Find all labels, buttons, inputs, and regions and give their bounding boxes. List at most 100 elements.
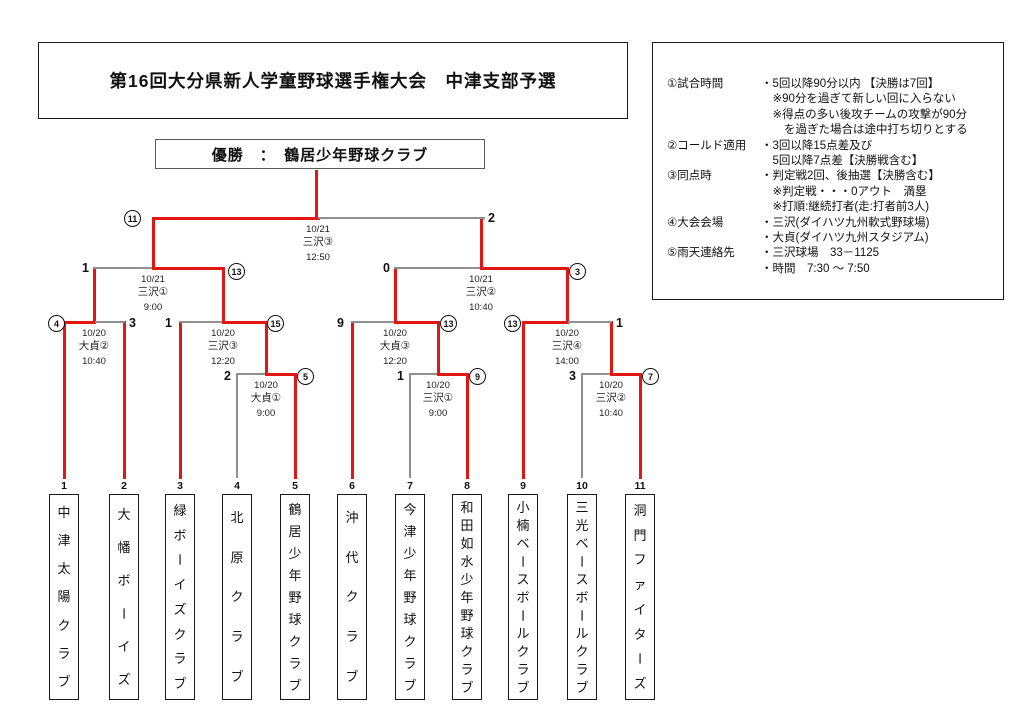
team-column: 6 沖代クラブ [337, 478, 367, 700]
bracket-line-sf2-left [394, 267, 480, 269]
bracket-line-pi2-right [436, 372, 469, 376]
team-name: 緑ボーイズクラブ [172, 502, 188, 692]
bracket-line-team4 [236, 373, 238, 478]
game-time: 14:00 [555, 356, 579, 367]
game-venue: 大貞① [250, 392, 282, 404]
bracket-line-sf2-riser [480, 216, 483, 270]
score-qf3-right-winner: 13 [440, 315, 457, 332]
score-qf2-right-winner: 15 [267, 315, 284, 332]
bracket-line-qf3-riser [393, 266, 397, 324]
score-sf1-left: 1 [82, 261, 89, 275]
team-column: 3 緑ボーイズクラブ [165, 478, 195, 700]
bracket-line-final-right [318, 217, 485, 219]
team-box: 中津太陽クラブ [49, 494, 79, 700]
bracket-line-team7 [409, 373, 411, 478]
rule-line: ※打順:継続打者(走:打者前3人) [761, 201, 930, 214]
game-venue: 三沢④ [551, 340, 583, 352]
bracket-line-sf2-right [480, 266, 569, 270]
title-text: 第16回大分県新人学童野球選手権大会 中津支部予選 [109, 71, 557, 91]
rule-label: ⑤雨天連絡先 [667, 247, 735, 260]
game-qf3-label: 10/20 大貞③ 12:20 [360, 327, 430, 368]
rule-label: ④大会会場 [667, 216, 724, 229]
team-column: 4 北原クラブ [222, 478, 252, 700]
score-final-right: 2 [488, 211, 495, 225]
score-pi3-right-winner: 7 [642, 368, 659, 385]
rules-panel: ①試合時間 ・5回以降90分以内 【決勝は7回】 ※90分を過ぎて新しい回に入ら… [652, 42, 1004, 300]
bracket-line-qf1-riser [92, 266, 96, 324]
bracket-line-pi3-left [581, 373, 610, 375]
rule-row: ③同点時 ・判定戦2回、後抽選【決勝含む】 ※判定戦・・・0アウト 満塁 ※打順… [667, 169, 995, 215]
team-column: 8 和田如水少年野球クラブ [452, 478, 482, 700]
rule-label: ①試合時間 [667, 78, 724, 90]
game-date: 10/20 [211, 328, 235, 339]
team-number: 5 [292, 480, 298, 492]
team-name: 洞門ファイターズ [632, 502, 648, 692]
score-sf1-right-winner: 13 [228, 263, 245, 280]
team-box: 大幡ボーイズ [109, 494, 139, 700]
game-pi1-label: 10/20 大貞① 9:00 [231, 379, 301, 420]
team-name: 和田如水少年野球クラブ [460, 499, 474, 695]
team-box: 小楠ベースボールクラブ [508, 494, 538, 700]
rule-line: 5回以降7点差【決勝戦含む】 [761, 155, 924, 168]
team-number: 11 [634, 480, 646, 492]
team-number: 9 [520, 480, 526, 492]
bracket-line-team8 [465, 372, 469, 479]
game-time: 10:40 [599, 408, 623, 419]
bracket-line-qf3-right [393, 320, 440, 324]
bracket-line-pi3-right [609, 372, 642, 376]
champion-box: 優勝 ： 鶴居少年野球クラブ [155, 139, 485, 169]
team-number: 3 [177, 480, 183, 492]
score-qf3-left: 9 [337, 316, 344, 330]
rule-line: ・判定戦2回、後抽選【決勝含む】 [761, 170, 940, 183]
bracket-line-team10 [581, 373, 583, 478]
score-pi1-right-winner: 5 [297, 368, 314, 385]
rule-line: ・時間 7:30 ～ 7:50 [761, 262, 870, 275]
score-qf1-right: 3 [129, 316, 136, 330]
team-number: 4 [234, 480, 240, 492]
score-qf1-left-winner: 4 [48, 315, 65, 332]
game-date: 10/20 [599, 380, 623, 391]
bracket-line-sf1-left [93, 267, 152, 269]
game-sf2-label: 10/21 三沢② 10:40 [446, 273, 516, 314]
team-name: 中津太陽クラブ [57, 504, 71, 690]
team-name: 北原クラブ [230, 510, 244, 684]
team-name: 三光ベースボールクラブ [574, 499, 590, 695]
bracket-line-pi3-riser [609, 320, 613, 375]
team-box: 和田如水少年野球クラブ [452, 494, 482, 700]
team-number: 8 [464, 480, 470, 492]
rule-row: ①試合時間 ・5回以降90分以内 【決勝は7回】 ※90分を過ぎて新しい回に入ら… [667, 77, 995, 139]
bracket-line-qf2-left [179, 321, 222, 323]
game-time: 12:20 [383, 356, 407, 367]
score-final-left-winner: 11 [124, 210, 141, 227]
rule-row: ②コールド適用 ・3回以降15点差及び 5回以降7点差【決勝戦含む】 [667, 139, 995, 170]
team-box: 沖代クラブ [337, 494, 367, 700]
bracket-line-pi2-left [409, 373, 437, 375]
bracket-line-sf1-riser [151, 216, 155, 270]
bracket-line-pi1-right [264, 372, 297, 376]
game-venue: 三沢③ [207, 340, 239, 352]
team-number: 2 [121, 480, 127, 492]
game-pi3-label: 10/20 三沢② 10:40 [576, 379, 646, 420]
bracket-line-team1 [62, 320, 66, 479]
game-time: 10:40 [82, 356, 106, 367]
bracket-line-qf1-left [62, 320, 96, 324]
team-column: 1 中津太陽クラブ [49, 478, 79, 700]
rule-row: ⑤雨天連絡先 ・三沢球場 33－1125 ・時間 7:30 ～ 7:50 [667, 246, 995, 277]
score-pi3-left: 3 [569, 369, 576, 383]
game-qf4-label: 10/20 三沢④ 14:00 [532, 327, 602, 368]
bracket-line-qf4-riser [565, 266, 569, 324]
team-box: 緑ボーイズクラブ [165, 494, 195, 700]
page-title: 第16回大分県新人学童野球選手権大会 中津支部予選 [38, 42, 628, 119]
team-box: 三光ベースボールクラブ [567, 494, 597, 700]
game-date: 10/21 [141, 274, 165, 285]
game-venue: 大貞② [78, 340, 110, 352]
champion-text: 優勝 ： 鶴居少年野球クラブ [211, 146, 429, 164]
bracket-line-pi1-riser [264, 320, 268, 375]
team-column: 9 小楠ベースボールクラブ [508, 478, 538, 700]
bracket-line-team3 [178, 320, 182, 479]
game-venue: 三沢② [465, 286, 497, 298]
game-time: 10:40 [469, 302, 493, 313]
score-qf2-left: 1 [165, 316, 172, 330]
team-box: 鶴居少年野球クラブ [280, 494, 310, 700]
